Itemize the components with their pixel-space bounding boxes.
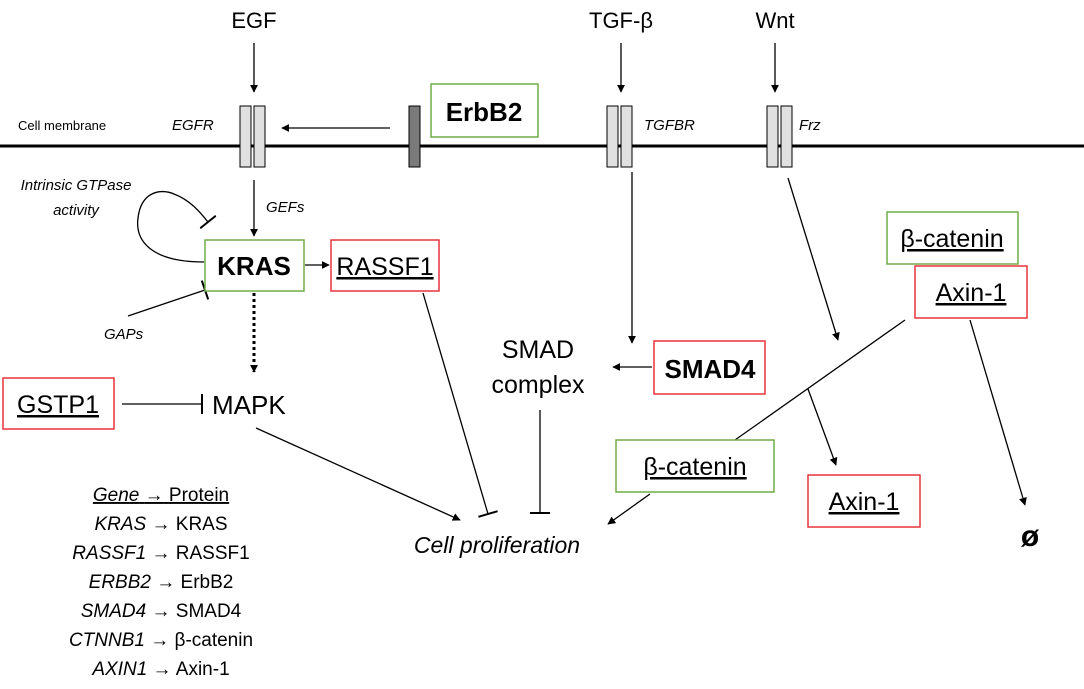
smad4-box xyxy=(653,340,766,395)
dissociation-line xyxy=(734,319,906,441)
legend-arrow: → xyxy=(151,572,181,593)
legend-header-gene: Gene xyxy=(93,485,139,506)
smad-complex-label-2: complex xyxy=(491,371,585,399)
gaps-label: GAPs xyxy=(104,326,144,343)
axin1-mid-box xyxy=(807,474,921,528)
legend-protein: Axin-1 xyxy=(176,659,230,680)
beta-catenin-mid-box xyxy=(615,439,775,493)
null-degradation-symbol: ø xyxy=(1021,520,1040,553)
cell-proliferation-label: Cell proliferation xyxy=(414,532,580,558)
axin1-top-box xyxy=(914,265,1028,319)
ligand-egf: EGF xyxy=(231,8,276,33)
ligand-tgfb: TGF-β xyxy=(589,8,653,33)
legend-gene: KRAS xyxy=(94,514,146,535)
frz-receptor xyxy=(766,105,793,168)
axin1-mid-label: Axin-1 xyxy=(829,488,900,516)
intrinsic-gtpase-label-2: activity xyxy=(53,202,100,219)
legend-row: AXIN1 → Axin-1 xyxy=(91,659,229,680)
legend-gene: ERBB2 xyxy=(89,572,152,593)
legend-protein: KRAS xyxy=(176,514,228,535)
intrinsic-gtpase-label-1: Intrinsic GTPase xyxy=(21,177,132,194)
legend-gene: SMAD4 xyxy=(81,601,146,622)
arrow-mapk-to-proliferation xyxy=(255,427,461,521)
legend-arrow: → xyxy=(146,514,176,535)
rassf1-inhibits-proliferation xyxy=(422,292,498,518)
legend-header-arrow: → xyxy=(145,485,164,506)
legend-row: ERBB2 → ErbB2 xyxy=(89,572,234,593)
intrinsic-gtpase-inhibition xyxy=(136,190,217,263)
mapk-label: MAPK xyxy=(212,390,286,420)
receptor-tgfbr-label: TGFBR xyxy=(644,117,695,134)
legend-row: CTNNB1 → β-catenin xyxy=(69,630,253,651)
legend-protein: RASSF1 xyxy=(176,543,250,564)
gaps-inhibition xyxy=(127,280,210,317)
legend-gene: CTNNB1 xyxy=(69,630,145,651)
erbb2-label: ErbB2 xyxy=(446,97,523,127)
tgfbr-receptor xyxy=(606,105,633,168)
ligand-wnt: Wnt xyxy=(755,8,794,33)
legend-protein: β-catenin xyxy=(175,630,254,651)
arrow-to-axin1-mid xyxy=(807,388,838,466)
smad4-label: SMAD4 xyxy=(664,354,756,384)
receptor-frz-label: Frz xyxy=(799,117,821,134)
gstp1-label: GSTP1 xyxy=(17,391,99,419)
kras-box xyxy=(204,239,305,292)
beta-catenin-top-box xyxy=(886,211,1019,265)
rassf1-label: RASSF1 xyxy=(336,253,433,281)
legend-row: KRAS → KRAS xyxy=(94,514,227,535)
erbb2-receptor xyxy=(408,105,421,168)
membrane-label: Cell membrane xyxy=(18,118,106,133)
kras-label: KRAS xyxy=(217,251,291,281)
arrow-to-degradation xyxy=(969,319,1027,506)
arrow-frz-to-destruction-complex xyxy=(787,177,840,341)
legend-row: SMAD4 → SMAD4 xyxy=(81,601,242,622)
receptor-egfr-label: EGFR xyxy=(172,117,214,134)
egfr-receptor xyxy=(239,105,266,168)
arrow-beta-catenin-to-proliferation xyxy=(607,493,651,525)
legend-gene: AXIN1 xyxy=(91,659,147,680)
gefs-label: GEFs xyxy=(266,199,305,216)
legend-row: RASSF1 → RASSF1 xyxy=(72,543,249,564)
legend-header: Gene → Protein xyxy=(93,485,229,506)
rassf1-box xyxy=(330,239,440,292)
gene-protein-legend: Gene → Protein KRAS → KRAS RASSF1 → RASSF… xyxy=(69,485,253,680)
legend-arrow: → xyxy=(147,659,176,680)
legend-arrow: → xyxy=(146,543,176,564)
legend-arrow: → xyxy=(146,601,176,622)
beta-catenin-top-label: β-catenin xyxy=(900,225,1003,253)
erbb2-box xyxy=(430,83,539,138)
axin1-top-label: Axin-1 xyxy=(936,279,1007,307)
gstp1-box xyxy=(2,377,115,430)
legend-header-protein: Protein xyxy=(169,485,229,506)
beta-catenin-mid-label: β-catenin xyxy=(643,453,746,481)
smad-complex-label-1: SMAD xyxy=(502,336,574,364)
legend-arrow: → xyxy=(145,630,175,651)
legend-protein: SMAD4 xyxy=(176,601,242,622)
legend-protein: ErbB2 xyxy=(181,572,234,593)
legend-gene: RASSF1 xyxy=(72,543,146,564)
